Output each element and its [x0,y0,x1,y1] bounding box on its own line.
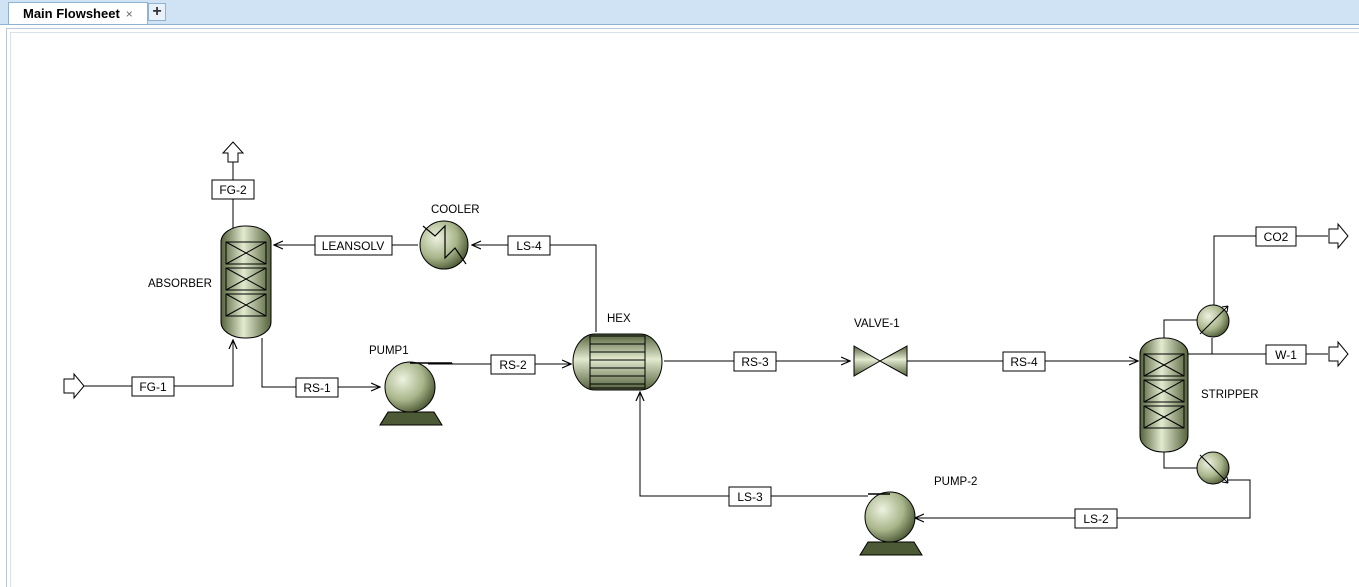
absorber-column[interactable] [220,225,272,339]
stream-ls4-line[interactable] [472,245,597,332]
close-icon[interactable]: × [125,6,133,21]
product-port-icon[interactable] [221,141,245,163]
stream-label-ls2[interactable]: LS-2 [1074,508,1118,529]
valve-1[interactable] [853,345,908,377]
block-label-valve1: VALVE-1 [854,318,900,330]
stripper-column[interactable] [1139,337,1189,453]
stream-label-leansolv-text: LEANSOLV [322,239,384,253]
stream-label-ls2-text: LS-2 [1083,512,1109,526]
tab-bar: Main Flowsheet × + [0,0,1359,25]
hex-heat-exchanger[interactable] [572,333,663,391]
stream-label-fg2-text: FG-2 [219,183,247,197]
stream-label-rs2[interactable]: RS-2 [490,354,536,375]
stream-rs1-line[interactable] [261,338,380,387]
stream-label-ls3-text: LS-3 [737,490,763,504]
stream-ls3-line[interactable] [640,392,868,497]
stream-label-fg1-text: FG-1 [139,380,167,394]
stream-lines [83,162,1328,518]
pump-2[interactable] [859,491,923,556]
stream-label-rs3-text: RS-3 [741,355,769,369]
stream-label-rs3[interactable]: RS-3 [733,351,777,372]
stripper-condenser-pipe [1163,319,1198,340]
block-label-pump2: PUMP-2 [934,476,977,488]
pump1[interactable] [379,361,453,426]
block-label-cooler: COOLER [431,204,480,216]
canvas-border [6,28,1359,587]
block-label-hex: HEX [607,313,631,325]
stripper-reboiler-pipe [1163,452,1198,469]
stream-label-w1-text: W-1 [1275,348,1297,362]
stream-label-fg2[interactable]: FG-2 [211,179,255,200]
tab-main-flowsheet[interactable]: Main Flowsheet × [8,2,148,24]
block-label-pump1: PUMP1 [369,345,409,357]
product-port-icon[interactable] [1328,222,1349,250]
cooler-heat-exchanger[interactable] [419,220,469,270]
block-labels: ABSORBER COOLER PUMP1 HEX VALVE-1 STRIPP… [148,204,1259,488]
add-tab-button[interactable]: + [148,3,166,21]
stream-label-rs1[interactable]: RS-1 [295,377,339,398]
canvas-inner-border [10,32,1359,587]
block-label-absorber: ABSORBER [148,278,212,290]
stripper-reboiler[interactable] [1196,451,1230,485]
stripper-condenser[interactable] [1196,304,1230,338]
stream-label-rs2-text: RS-2 [499,358,527,372]
product-port-icon[interactable] [1328,340,1349,368]
stream-label-co2-text: CO2 [1264,230,1289,244]
stream-label-ls4-text: LS-4 [516,239,542,253]
stream-label-fg1[interactable]: FG-1 [131,376,175,397]
stream-label-w1[interactable]: W-1 [1265,344,1307,365]
stream-label-ls3[interactable]: LS-3 [728,486,772,507]
stream-label-rs1-text: RS-1 [303,381,331,395]
block-label-stripper: STRIPPER [1201,389,1259,401]
tab-label: Main Flowsheet [23,6,120,21]
stream-label-ls4[interactable]: LS-4 [507,235,551,256]
feed-port-icon[interactable] [63,372,85,400]
stream-label-rs4[interactable]: RS-4 [1002,351,1046,372]
stream-label-co2[interactable]: CO2 [1255,226,1297,247]
stream-label-leansolv[interactable]: LEANSOLV [314,235,393,256]
port-arrows [63,141,1349,400]
stream-label-rs4-text: RS-4 [1010,355,1038,369]
